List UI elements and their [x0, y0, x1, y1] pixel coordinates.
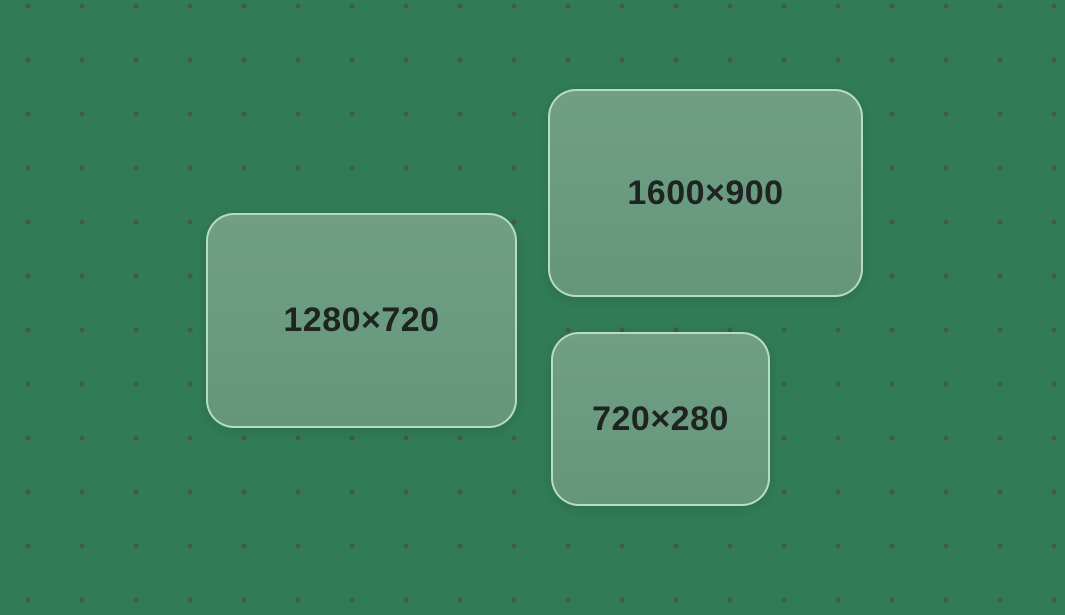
- frame-size-label: 720×280: [592, 399, 729, 438]
- frame-size-label: 1280×720: [283, 301, 440, 339]
- frame-720x280[interactable]: 720×280: [551, 332, 770, 506]
- frame-size-label: 1600×900: [627, 173, 784, 212]
- frame-1600x900[interactable]: 1600×900: [548, 89, 863, 297]
- frame-1280x720[interactable]: 1280×720: [206, 213, 517, 428]
